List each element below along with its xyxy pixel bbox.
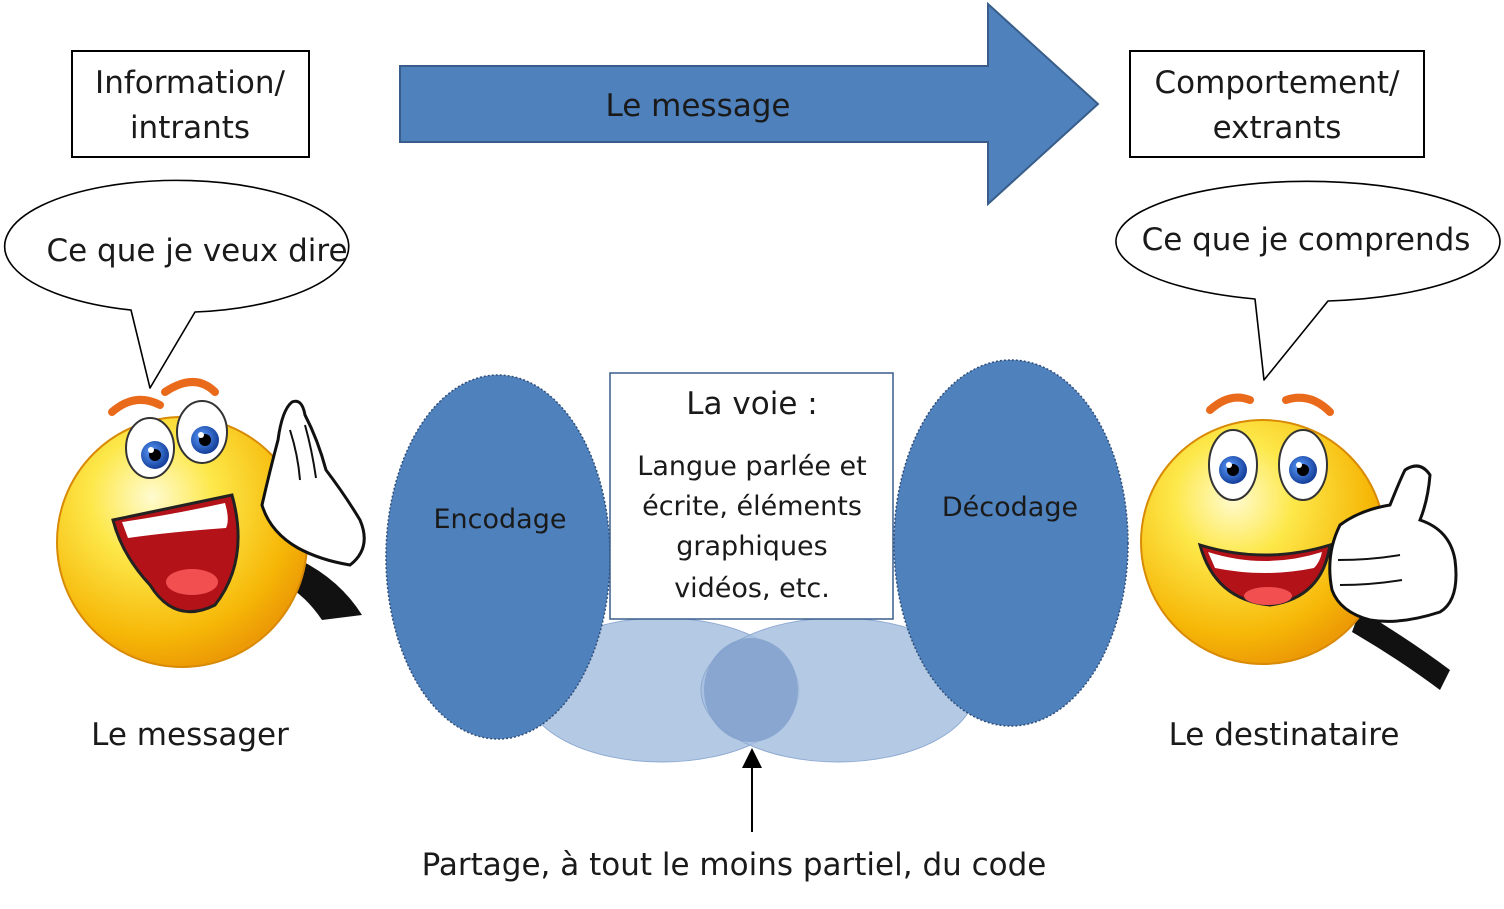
shared-code-caption: Partage, à tout le moins partiel, du cod… [422,847,1047,883]
sender-label: Le messager [91,717,289,753]
channel-box: La voie : Langue parlée et écrite, éléme… [609,372,894,620]
receiver-smiley-icon [1140,393,1458,690]
shared-code-venn [524,617,976,763]
sender-smiley-icon [56,378,366,668]
message-arrow: Le message [399,1,1100,207]
decoding-ellipse: Décodage [893,359,1129,727]
input-box-line1: Information/ [95,65,285,101]
input-box: Information/ intrants [71,50,310,158]
sender-bubble-text: Ce que je veux dire [46,233,347,269]
receiver-speech-bubble: Ce que je comprends [1115,180,1501,381]
channel-line-1: Langue parlée et [637,451,866,482]
input-box-line2: intrants [130,110,250,146]
channel-line-2: écrite, éléments [642,491,862,522]
channel-line-4: vidéos, etc. [674,573,830,604]
sender-speech-bubble: Ce que je veux dire [4,179,350,389]
receiver-label: Le destinataire [1169,717,1400,753]
message-arrow-label: Le message [606,88,791,124]
receiver-bubble-text: Ce que je comprends [1142,222,1471,258]
encoding-label: Encodage [434,504,567,535]
decoding-label: Décodage [942,492,1078,523]
channel-line-3: graphiques [676,531,827,562]
channel-title: La voie : [686,386,817,422]
output-box-line2: extrants [1213,110,1342,146]
output-box: Comportement/ extrants [1129,50,1425,158]
encoding-ellipse: Encodage [385,374,611,740]
output-box-line1: Comportement/ [1155,65,1400,101]
